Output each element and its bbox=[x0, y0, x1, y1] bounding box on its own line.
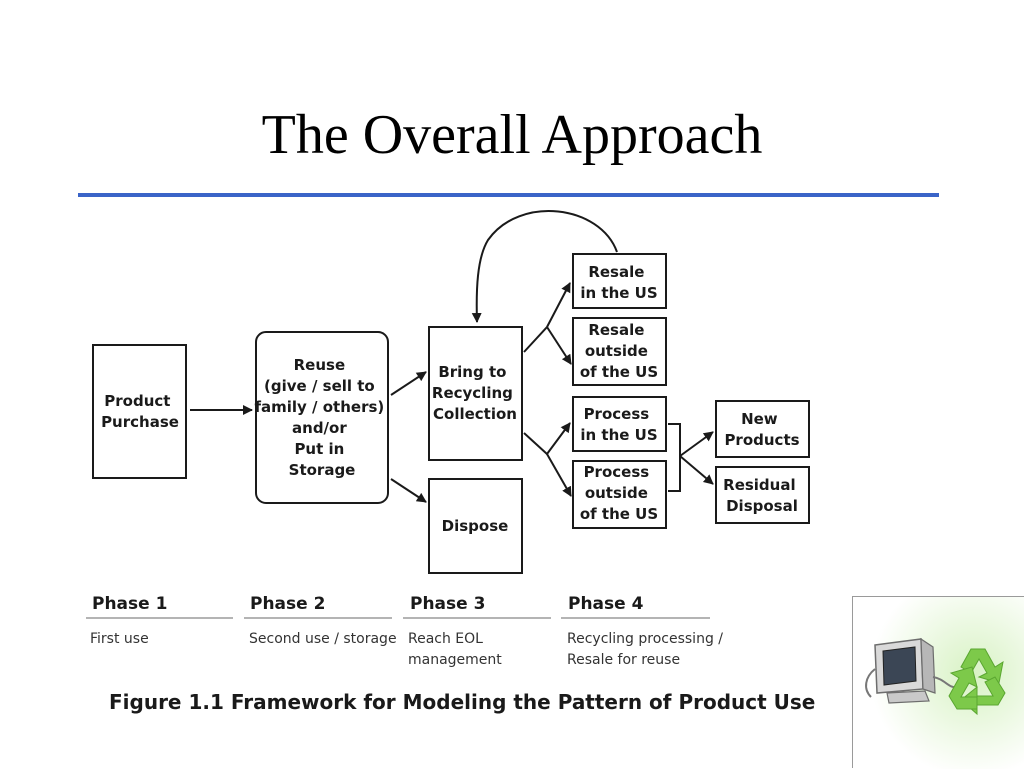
phase-3-label: Phase 3 bbox=[410, 594, 485, 614]
process-us-box bbox=[572, 396, 667, 452]
residual-disposal-label: Residual Disposal bbox=[723, 476, 801, 515]
phase-3-desc: Reach EOL management bbox=[408, 631, 502, 668]
residual-disposal-box bbox=[715, 466, 810, 524]
phase-4-label: Phase 4 bbox=[568, 594, 644, 614]
new-products-label: New Products bbox=[724, 410, 799, 449]
process-outside-label: Process outside of the US bbox=[580, 463, 658, 523]
arrow-recycling-to-process-outside bbox=[546, 453, 572, 497]
recycle-icon bbox=[948, 648, 1006, 716]
bring-to-recycling-box bbox=[428, 326, 523, 461]
arrow-recycling-to-resale-us bbox=[523, 282, 571, 353]
arrow-recycling-to-process-us bbox=[523, 422, 571, 456]
resale-us-box bbox=[572, 253, 667, 309]
product-purchase-box bbox=[92, 344, 187, 479]
reuse-label: Reuse (give / sell to family / others) a… bbox=[254, 356, 389, 479]
phase-legend: Phase 1 First use Phase 2 Second use / s… bbox=[86, 594, 727, 668]
dispose-box bbox=[428, 478, 523, 574]
arrow-reuse-to-recycling bbox=[390, 371, 427, 396]
bring-to-recycling-label: Bring to Recycling Collection bbox=[432, 363, 518, 423]
product-purchase-label: Product Purchase bbox=[101, 392, 179, 431]
arrow-recycling-to-resale-outside bbox=[546, 326, 572, 365]
process-outside-box bbox=[572, 460, 667, 529]
computer-monitor-icon bbox=[865, 637, 958, 704]
phase-2-desc: Second use / storage bbox=[249, 631, 397, 647]
resale-outside-box bbox=[572, 317, 667, 386]
resale-outside-label: Resale outside of the US bbox=[580, 321, 658, 381]
arrow-resale-back-to-recycling bbox=[471, 210, 618, 323]
process-bracket bbox=[668, 423, 681, 492]
title-underline bbox=[78, 193, 939, 197]
phase-1-desc: First use bbox=[90, 631, 149, 647]
figure-caption: Figure 1.1 Framework for Modeling the Pa… bbox=[109, 690, 815, 714]
process-us-label: Process in the US bbox=[580, 405, 657, 444]
new-products-box bbox=[715, 400, 810, 458]
resale-us-label: Resale in the US bbox=[580, 263, 657, 302]
arrow-process-to-new-products bbox=[679, 431, 714, 457]
slide-title: The Overall Approach bbox=[261, 104, 763, 166]
phase-2-label: Phase 2 bbox=[250, 594, 325, 614]
recycling-logo bbox=[852, 596, 1024, 769]
arrow-reuse-to-dispose bbox=[390, 478, 427, 503]
reuse-box bbox=[255, 331, 389, 504]
arrow-process-to-residual-disposal bbox=[679, 455, 714, 485]
phase-1-label: Phase 1 bbox=[92, 594, 167, 614]
phase-4-desc: Recycling processing / Resale for reuse bbox=[567, 631, 727, 668]
dispose-label: Dispose bbox=[442, 517, 509, 535]
